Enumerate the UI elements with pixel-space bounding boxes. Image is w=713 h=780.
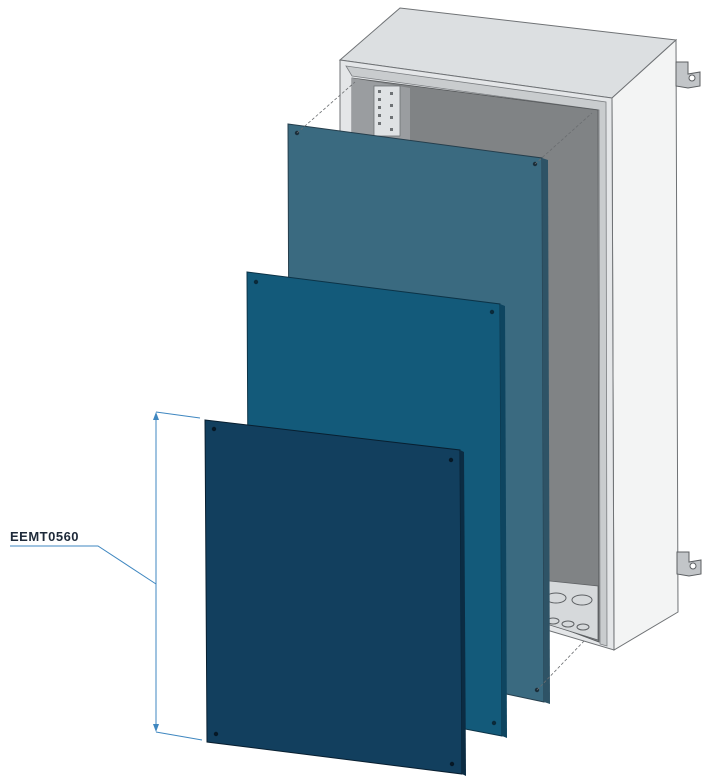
callout-leader-line bbox=[10, 545, 157, 585]
mounting-rail-holes bbox=[378, 90, 393, 131]
part-number-label: EEMT0560 bbox=[10, 529, 79, 544]
mounting-plate-front-holes bbox=[211, 426, 455, 767]
alignment-line bbox=[296, 81, 356, 134]
height-dimension bbox=[153, 411, 203, 741]
mounting-plate-middle-holes bbox=[253, 279, 497, 726]
alignment-line bbox=[536, 639, 586, 691]
wall-bracket-top bbox=[675, 61, 701, 89]
alignment-line bbox=[534, 112, 593, 165]
mounting-plate-front bbox=[204, 419, 466, 776]
enclosure-flange bbox=[345, 65, 608, 647]
enclosure-side-face bbox=[611, 38, 679, 651]
part-callout: EEMT0560 bbox=[10, 529, 157, 585]
wall-bracket-bottom bbox=[676, 551, 702, 577]
mounting-rail bbox=[373, 85, 401, 137]
